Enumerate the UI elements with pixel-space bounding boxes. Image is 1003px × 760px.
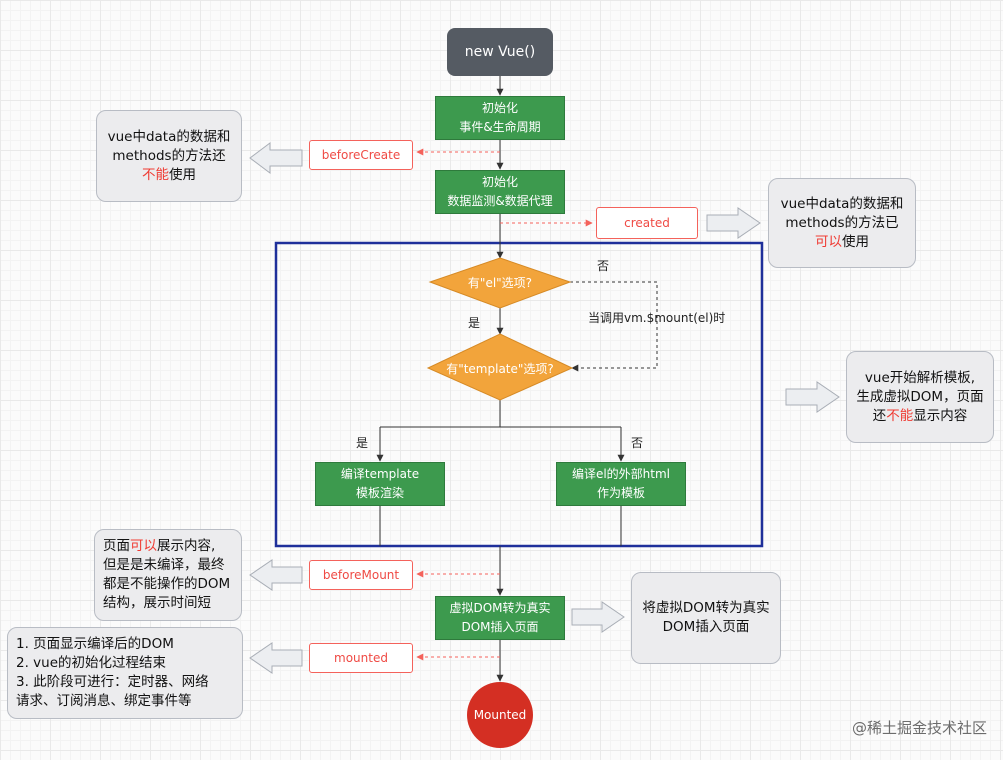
note-before-mount-line3: 都是不能操作的DOM <box>103 576 231 592</box>
note-mounted-line2: 2. vue的初始化过程结束 <box>16 655 167 671</box>
label-template-yes: 是 <box>356 436 369 450</box>
note-before-create-line2: methods的方法还 <box>112 147 226 164</box>
watermark: @稀土掘金技术社区 <box>851 719 987 737</box>
note-template-line3-b: 显示内容 <box>913 407 968 424</box>
init-events-node: 初始化 事件&生命周期 <box>435 96 565 140</box>
note-before-mount-line4: 结构，展示时间短 <box>103 595 211 611</box>
note-created-line3-rest: 使用 <box>842 233 869 250</box>
note-before-mount: 页面可以展示内容, 但是是未编译，最终 都是不能操作的DOM 结构，展示时间短 <box>94 529 242 621</box>
has-template-label: 有"template"选项? <box>446 362 554 376</box>
note-created-line2: methods的方法已 <box>785 214 899 231</box>
note-template-line3-a: 还 <box>872 407 887 424</box>
note-created-red: 可以 <box>815 233 842 250</box>
note-template-line2: 生成虚拟DOM，页面 <box>856 388 984 405</box>
init-data-line2: 数据监测&数据代理 <box>447 194 553 208</box>
hook-created: created <box>596 207 698 239</box>
hollow-arrow-created <box>706 207 761 239</box>
replace-dom-line2: DOM插入页面 <box>461 620 539 634</box>
template-compile-frame <box>274 241 764 548</box>
init-events-line1: 初始化 <box>481 101 518 115</box>
note-mounted: 1. 页面显示编译后的DOM 2. vue的初始化过程结束 3. 此阶段可进行：… <box>7 627 243 719</box>
new-vue-node: new Vue() <box>447 28 553 76</box>
init-data-line1: 初始化 <box>481 175 518 189</box>
decision-has-template <box>426 333 574 401</box>
compile-template-node: 编译template 模板渲染 <box>315 462 445 506</box>
note-mounted-line4: 请求、订阅消息、绑定事件等 <box>16 693 192 709</box>
note-before-create-red: 不能 <box>142 166 169 183</box>
hollow-arrow-before-create <box>249 142 303 174</box>
replace-dom-node: 虚拟DOM转为真实 DOM插入页面 <box>435 596 565 640</box>
compile-template-line1: 编译template <box>340 467 420 481</box>
note-before-create-line3: 不能使用 <box>142 166 196 185</box>
label-el-no: 否 <box>597 259 610 273</box>
compile-outer-html-line1: 编译el的外部html <box>571 467 671 481</box>
compile-outer-html-node: 编译el的外部html 作为模板 <box>556 462 686 506</box>
edge-el-no-dashed <box>570 281 658 372</box>
note-replace-dom-line1: 将虚拟DOM转为真实 <box>642 600 770 616</box>
note-before-mount-line1-a: 页面 <box>103 538 130 554</box>
note-template-red: 不能 <box>886 407 914 424</box>
compile-template-line2: 模板渲染 <box>355 486 404 500</box>
note-template-line1: vue开始解析模板, <box>864 369 976 386</box>
note-template-line3: 还不能显示内容 <box>873 407 968 426</box>
note-before-mount-line1: 页面可以展示内容, <box>103 537 215 556</box>
label-el-yes: 是 <box>468 316 481 330</box>
hollow-arrow-before-mount <box>249 559 303 591</box>
note-replace-dom: 将虚拟DOM转为真实 DOM插入页面 <box>631 572 781 664</box>
hollow-arrow-replace-dom <box>571 601 625 633</box>
note-mounted-line3: 3. 此阶段可进行：定时器、网络 <box>16 674 209 690</box>
note-before-mount-line1-b: 展示内容, <box>157 538 216 554</box>
hollow-arrow-mounted <box>249 642 303 674</box>
hollow-arrow-template <box>785 381 840 413</box>
note-replace-dom-line2: DOM插入页面 <box>662 619 750 635</box>
hook-mounted: mounted <box>309 643 413 673</box>
note-before-create-line3-rest: 使用 <box>169 166 196 183</box>
compile-outer-html-line2: 作为模板 <box>596 486 645 500</box>
hook-before-mount: beforeMount <box>309 560 413 590</box>
note-before-mount-line2: 但是是未编译，最终 <box>103 557 225 573</box>
decision-has-el <box>428 257 572 309</box>
note-before-create: vue中data的数据和 methods的方法还 不能使用 <box>96 110 242 202</box>
note-created-line3: 可以使用 <box>815 233 869 252</box>
mounted-end-node: Mounted <box>467 682 533 748</box>
replace-dom-line1: 虚拟DOM转为真实 <box>449 601 551 615</box>
note-mounted-line1: 1. 页面显示编译后的DOM <box>16 636 174 652</box>
init-data-node: 初始化 数据监测&数据代理 <box>435 170 565 214</box>
note-before-mount-red: 可以 <box>130 538 157 554</box>
has-el-label: 有"el"选项? <box>467 276 533 290</box>
hook-before-create: beforeCreate <box>309 140 413 170</box>
note-created-line1: vue中data的数据和 <box>780 195 904 212</box>
init-events-line2: 事件&生命周期 <box>459 120 541 134</box>
note-before-create-line1: vue中data的数据和 <box>107 128 231 145</box>
note-created: vue中data的数据和 methods的方法已 可以使用 <box>768 178 916 268</box>
label-mount-call: 当调用vm.$mount(el)时 <box>588 311 726 325</box>
label-template-no: 否 <box>631 436 644 450</box>
note-template: vue开始解析模板, 生成虚拟DOM，页面 还不能显示内容 <box>846 351 994 443</box>
